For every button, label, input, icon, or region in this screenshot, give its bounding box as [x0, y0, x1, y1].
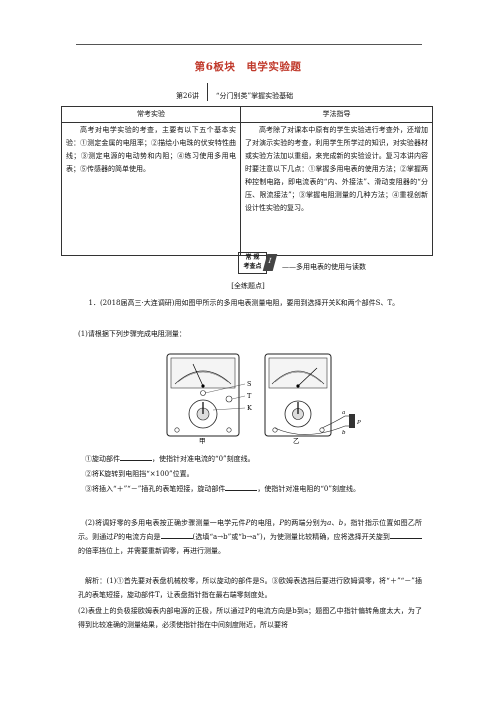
question-stem: 1．(2018届高三·大连调研)用如图甲所示的多用电表测量电阻，要用到选择开关K…: [88, 299, 400, 307]
label-jia: 甲: [199, 437, 206, 444]
experiments-cell: 高考对电学实验的考查，主要有以下五个基本实验：①测定金属的电阻率；②描绘小电珠的…: [61, 122, 241, 256]
guidance-cell: 高考除了对课本中原有的学生实验进行考查外，还增加了对演示实验的考查，利用学生所学…: [240, 122, 433, 256]
answer-blank[interactable]: [120, 452, 152, 461]
lecture-title: “分门别类”掌握实验基础: [215, 92, 294, 100]
section-title: 第6板块 电学实验题: [194, 61, 302, 73]
lecture-heading: 第26讲 “分门别类”掌握实验基础: [176, 83, 294, 105]
element-p: [345, 414, 355, 428]
solution-2: (2)表盘上的负极接欧姆表内部电源的正极，所以通过P的电流方向是b到a；题图乙中…: [78, 607, 422, 629]
label-p: P: [356, 420, 361, 426]
answer-blank[interactable]: [160, 530, 193, 539]
label-s: S: [247, 380, 251, 388]
answer-blank[interactable]: [225, 482, 258, 491]
label-k: K: [247, 404, 252, 412]
step-2: ②将K旋转到电阻挡“×100”位置。: [85, 470, 194, 478]
tag-text: ——多用电表的使用与读数: [282, 263, 366, 271]
lecture-number: 第26讲: [176, 92, 199, 100]
meter-yi: [264, 353, 346, 437]
multimeter-figure: S T K 甲 a b P 乙: [166, 353, 361, 444]
solution-1: 解析：(1)①首先要对表盘机械校零，所以旋动的部件是S。③欧姆表选挡后要进行欧姆…: [78, 577, 422, 599]
divider: [206, 83, 208, 101]
col-header-guidance: 学法指导: [240, 106, 433, 123]
question-part2: (2)将调好零的多用电表按正确步骤测量一电学元件P的电阻，P的两端分别为a、b，…: [78, 519, 423, 555]
step-3: ③将插入“＋”“－”插孔的表笔短接，旋动部件，使指针对准电阻的“0”刻度线。: [78, 482, 422, 496]
col-header-experiments: 常考实验: [61, 106, 241, 123]
practice-subhead: [全练题点]: [231, 282, 265, 290]
question-part1: (1)请根据下列步骤完成电阻测量：: [78, 330, 186, 338]
label-b: b: [342, 430, 346, 436]
meter-jia: [166, 353, 246, 437]
exam-point-tag: 常 规 考查点 I ——多用电表的使用与读数: [238, 252, 366, 274]
guide-table: 常考实验 学法指导 高考对电学实验的考查，主要有以下五个基本实验：①测定金属的电…: [61, 106, 433, 256]
label-t: T: [247, 392, 252, 400]
label-yi: 乙: [293, 437, 300, 444]
label-a: a: [342, 410, 345, 416]
step-1: ①旋动部件，使指针对准电流的“0”刻度线。: [78, 452, 422, 466]
top-rule: [76, 44, 422, 45]
answer-blank[interactable]: [390, 530, 422, 539]
